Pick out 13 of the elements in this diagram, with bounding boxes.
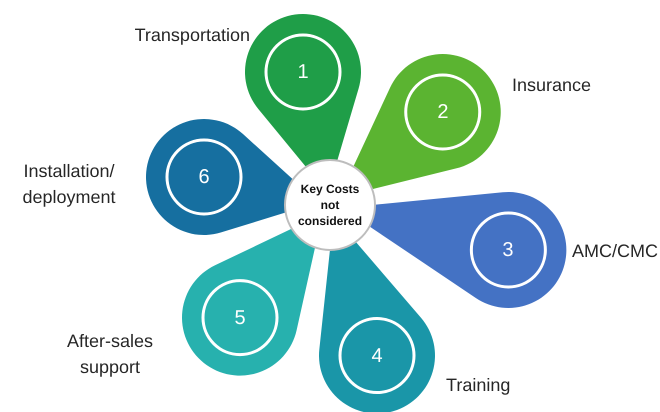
step-number: 5	[234, 308, 246, 328]
step-number: 3	[502, 240, 514, 260]
petal-label: Installation/ deployment	[22, 161, 116, 207]
petal-label: After-sales support	[66, 331, 154, 377]
petal-label: Transportation	[134, 25, 250, 45]
step-number: 1	[297, 62, 309, 82]
petal-label: Training	[446, 375, 510, 395]
petal-label: Insurance	[512, 75, 592, 95]
step-number: 2	[437, 102, 449, 122]
step-number: 6	[198, 167, 210, 187]
step-number: 4	[371, 346, 383, 366]
center-title: Key Costs not considered	[298, 181, 362, 229]
petal-label: AMC/CMC	[572, 241, 658, 261]
